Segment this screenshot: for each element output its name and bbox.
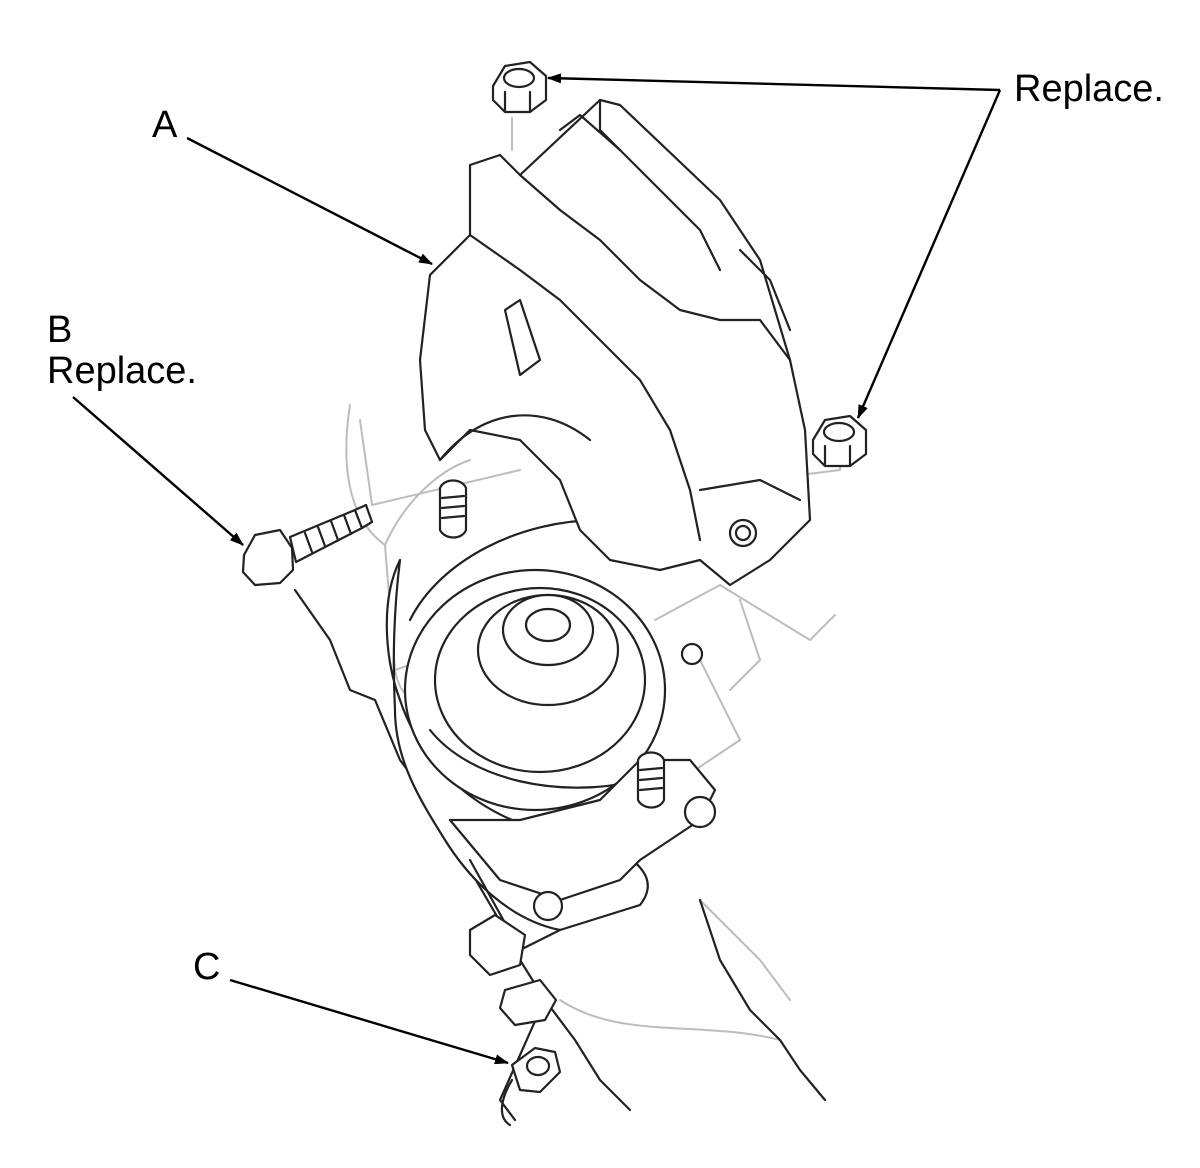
flange-nut-top	[491, 60, 548, 114]
part-c	[500, 1046, 562, 1127]
callout-b-note: Replace.	[47, 350, 197, 392]
leader-c	[229, 978, 509, 1065]
bolt-b	[241, 503, 374, 587]
leader-replace-to-top-nut	[547, 73, 1001, 92]
callout-c: C	[193, 946, 221, 988]
leader-replace-to-right-nut	[856, 89, 1002, 419]
bracket-a	[418, 98, 812, 587]
leader-lines	[72, 73, 1002, 1065]
callout-nuts-note: Replace.	[1014, 68, 1164, 110]
engine-mount-body	[385, 518, 717, 977]
leader-b	[72, 396, 244, 546]
callout-a: A	[152, 104, 178, 146]
flange-nut-right	[811, 414, 868, 468]
callout-b: B	[47, 309, 73, 351]
mount-studs	[438, 479, 666, 1027]
ghost-frame-lines	[345, 117, 843, 1041]
leader-a	[186, 136, 433, 266]
